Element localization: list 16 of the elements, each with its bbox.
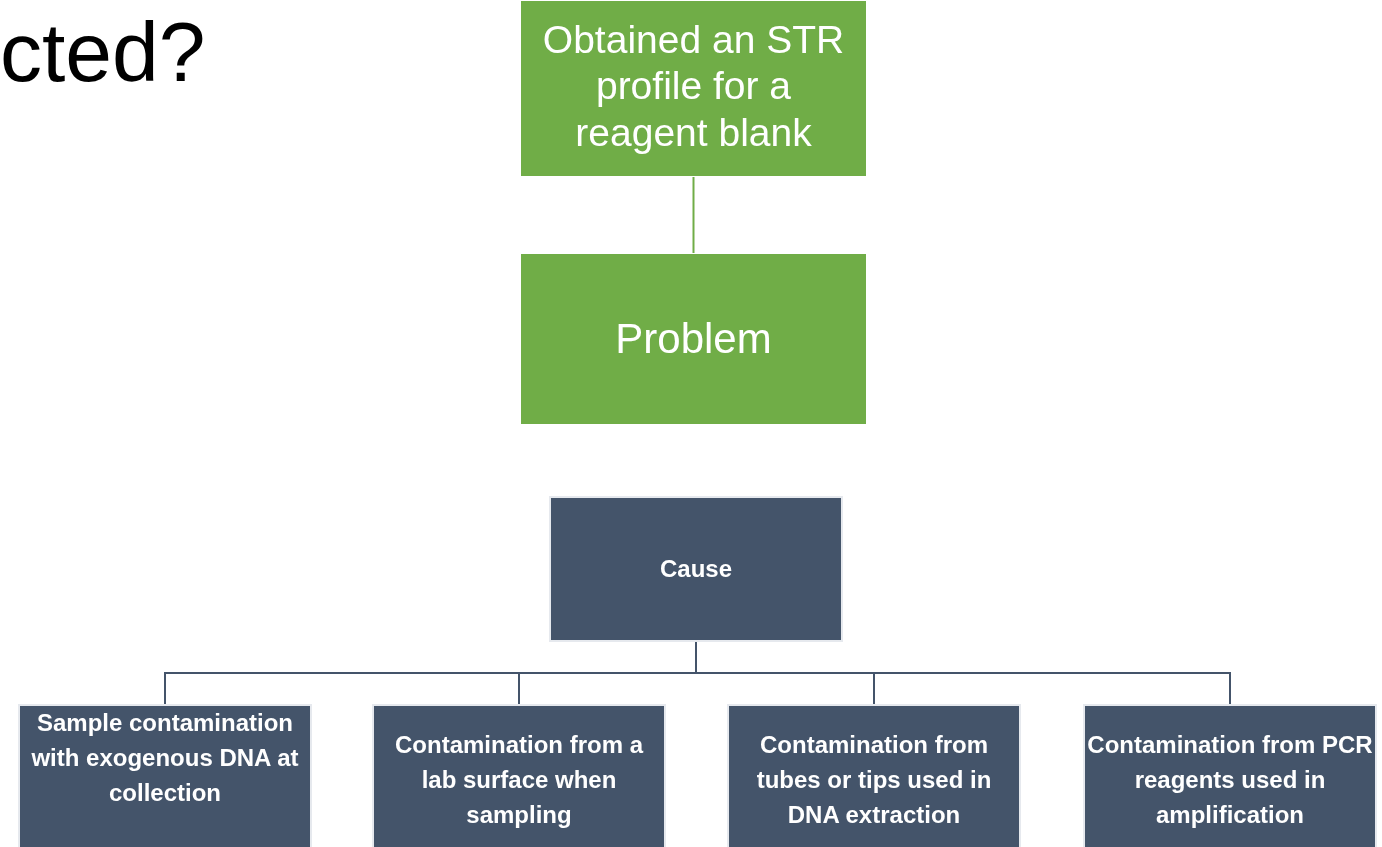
box-label: Contamination from a lab surface when sampling	[394, 730, 645, 830]
slide-title: cted?	[0, 4, 206, 101]
box-label: Cause	[659, 554, 732, 584]
cause-box	[549, 496, 843, 642]
box-label: Problem	[615, 313, 772, 364]
connector-line	[692, 176, 695, 254]
statement-box	[520, 0, 867, 177]
box-label: Contamination from tubes or tips used in DNA extraction	[755, 730, 993, 830]
cause-box	[1083, 704, 1377, 847]
cause-box	[372, 704, 666, 847]
cause-box	[18, 704, 312, 847]
statement-box	[520, 253, 867, 425]
cause-box	[727, 704, 1021, 847]
box-label: Contamination from PCR reagents used in amplification	[1087, 730, 1373, 830]
box-label: Obtained an STR profile for a reagent blank	[541, 17, 846, 156]
box-label: Sample contamination with exogenous DNA at collection	[30, 708, 300, 808]
